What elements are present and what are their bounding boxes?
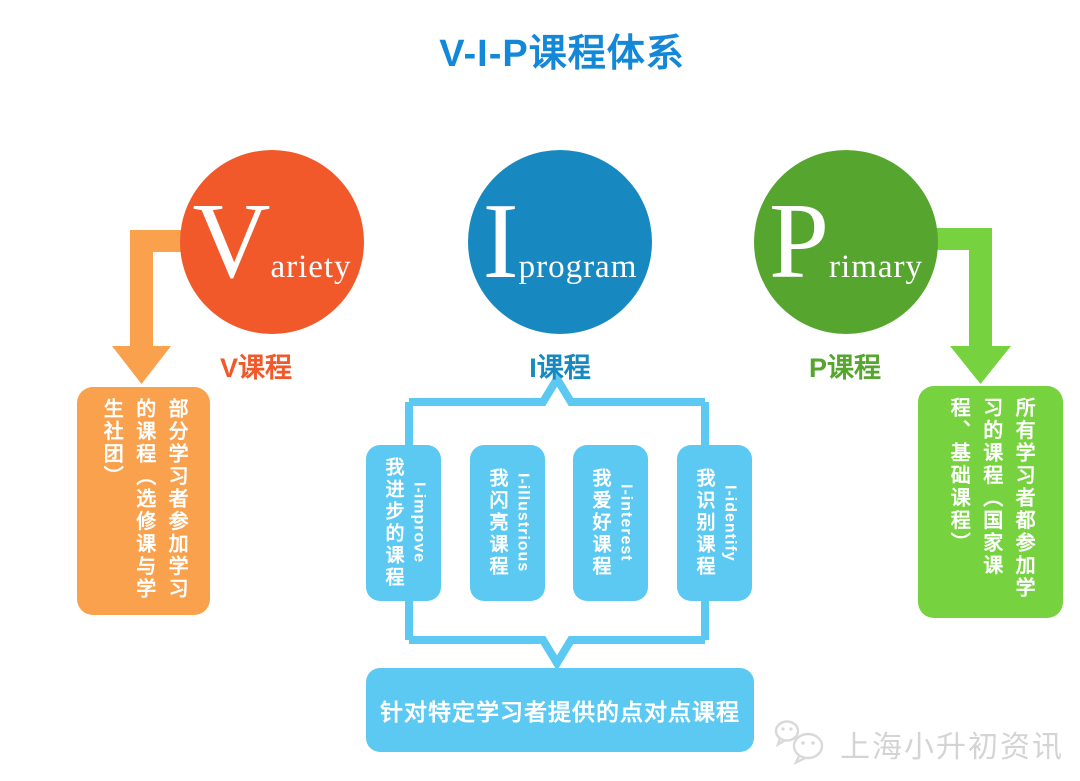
p-circle-big-letter: P xyxy=(768,182,830,301)
wechat-icon xyxy=(774,720,824,766)
i-subcourse-box-improve: I-improve 我进步的课程 xyxy=(366,445,441,601)
v-course-box: 部分学习者参加学习的课程（选修课与学生社团） xyxy=(77,387,210,615)
i-subcourse-text: I-identify 我识别课程 xyxy=(691,468,739,578)
i-circle: I program xyxy=(468,150,652,334)
p-circle-word: rimary xyxy=(829,249,924,285)
i-subcourse-zh: 我闪亮课程 xyxy=(486,468,508,578)
v-circle: V ariety xyxy=(180,150,364,334)
v-course-label: V课程 xyxy=(219,353,292,383)
p-arrow-icon xyxy=(900,228,1011,384)
i-subcourse-zh: 我进步的课程 xyxy=(382,457,404,589)
watermark-text: 上海小升初资讯 xyxy=(840,731,1064,764)
i-subcourse-en: I-illustrious xyxy=(514,473,532,573)
p-circle: P rimary xyxy=(754,150,938,334)
p-course-box: 所有学习者都参加学习的课程（国家课程、基础课程） xyxy=(918,386,1063,618)
v-circle-big-letter: V xyxy=(192,182,271,301)
i-connector-bottom-bracket xyxy=(409,636,705,671)
p-course-box-text: 所有学习者都参加学习的课程（国家课程、基础课程） xyxy=(947,397,1035,600)
watermark: 上海小升初资讯 xyxy=(772,719,1064,769)
v-circle-text: V ariety xyxy=(192,188,351,296)
p-course-label: P课程 xyxy=(808,353,881,383)
i-course-label: I课程 xyxy=(529,353,591,383)
v-course-box-text: 部分学习者参加学习的课程（选修课与学生社团） xyxy=(100,398,188,601)
i-subcourse-box-illustrious: I-illustrious 我闪亮课程 xyxy=(470,445,545,601)
i-subcourse-text: I-interest 我爱好课程 xyxy=(587,468,635,578)
i-circle-big-letter: I xyxy=(482,182,519,301)
i-subcourse-en: I-identify xyxy=(721,484,739,562)
i-summary-box: 针对特定学习者提供的点对点课程 xyxy=(366,668,754,752)
i-circle-text: I program xyxy=(483,188,638,296)
page-title: V-I-P课程体系 xyxy=(439,33,685,75)
i-subcourse-text: I-improve 我进步的课程 xyxy=(380,457,428,589)
i-subcourse-zh: 我爱好课程 xyxy=(589,468,611,578)
p-circle-text: P rimary xyxy=(769,188,923,296)
i-subcourse-text: I-illustrious 我闪亮课程 xyxy=(484,468,532,578)
i-summary-box-text: 针对特定学习者提供的点对点课程 xyxy=(380,699,740,725)
i-subcourse-en: I-improve xyxy=(410,482,428,564)
i-subcourse-box-interest: I-interest 我爱好课程 xyxy=(573,445,648,601)
i-subcourse-box-identify: I-identify 我识别课程 xyxy=(677,445,752,601)
i-subcourse-en: I-interest xyxy=(617,484,635,562)
i-subcourse-zh: 我识别课程 xyxy=(693,468,715,578)
v-arrow-icon xyxy=(112,230,212,384)
v-circle-word: ariety xyxy=(270,249,352,285)
i-circle-word: program xyxy=(518,249,638,285)
i-connector-top-bracket xyxy=(409,371,705,406)
